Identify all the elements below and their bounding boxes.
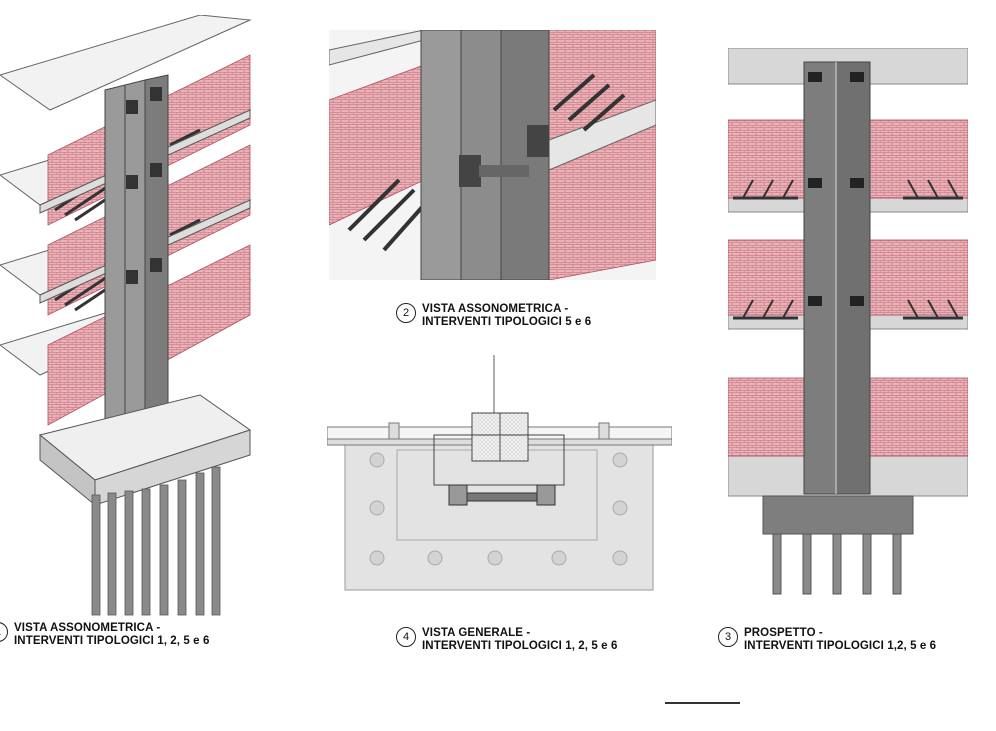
column-section — [433, 412, 565, 486]
composite-column — [803, 61, 871, 495]
caption-3-line1: PROSPETTO - — [744, 627, 823, 639]
foundation-block — [344, 444, 654, 591]
caption-number-3: 3 — [718, 627, 738, 647]
caption-2: 2 VISTA ASSONOMETRICA - INTERVENTI TIPOL… — [396, 303, 591, 329]
dissipator — [448, 484, 556, 506]
foundation — [762, 495, 914, 595]
axonometric-detail-2 — [329, 30, 656, 280]
caption-4-line1: VISTA GENERALE - — [422, 627, 531, 639]
caption-3: 3 PROSPETTO - INTERVENTI TIPOLOGICI 1,2,… — [718, 627, 936, 653]
connectors — [808, 72, 864, 306]
caption-number-4: 4 — [396, 627, 416, 647]
caption-4-line2: INTERVENTI TIPOLOGICI 1, 2, 5 e 6 — [422, 640, 618, 652]
caption-2-line2: INTERVENTI TIPOLOGICI 5 e 6 — [422, 316, 592, 328]
caption-2-line1: VISTA ASSONOMETRICA - — [422, 303, 569, 315]
caption-4: 4 VISTA GENERALE - INTERVENTI TIPOLOGICI… — [396, 627, 617, 653]
caption-number-1: 1 — [0, 622, 8, 642]
caption-number-2: 2 — [396, 303, 416, 323]
axonometric-view-1 — [0, 15, 260, 625]
caption-1: 1 VISTA ASSONOMETRICA - INTERVENTI TIPOL… — [0, 622, 209, 648]
composite-column — [104, 74, 169, 426]
elevation-3 — [728, 48, 968, 598]
steel-braces — [733, 179, 963, 320]
steel-braces — [347, 73, 626, 252]
dissipator-connector — [459, 125, 549, 187]
scale-bar — [665, 702, 740, 704]
caption-1-line2: INTERVENTI TIPOLOGICI 1, 2, 5 e 6 — [14, 635, 210, 647]
caption-1-line1: VISTA ASSONOMETRICA - — [14, 622, 161, 634]
general-view-4 — [327, 355, 672, 595]
caption-3-line2: INTERVENTI TIPOLOGICI 1,2, 5 e 6 — [744, 640, 937, 652]
piles — [91, 466, 221, 616]
